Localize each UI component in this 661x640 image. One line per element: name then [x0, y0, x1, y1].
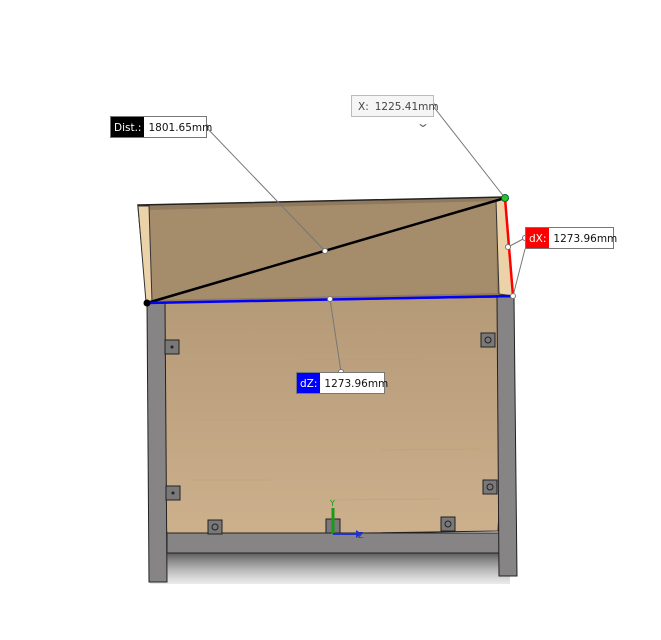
dz-value: 1273.96mm — [324, 378, 389, 390]
distance-callout[interactable]: Dist.: 1801.65mm — [110, 116, 212, 138]
floor-shadow — [150, 548, 510, 584]
x-value: 1225.41mm — [374, 101, 439, 113]
right-post — [496, 296, 518, 577]
wood-grain — [180, 329, 481, 501]
x-callout[interactable]: X: 1225.41mm — [351, 95, 439, 117]
left-post — [146, 301, 168, 583]
left-end-board — [137, 205, 153, 303]
coordinate-triad: Y Z — [329, 499, 364, 540]
triad-z-label: Z — [358, 531, 364, 540]
chevron-down-icon[interactable]: ⌄ — [415, 116, 431, 130]
dx-value: 1273.96mm — [553, 233, 618, 245]
distance-key: Dist.: — [111, 117, 145, 137]
bracket-holes — [211, 336, 494, 531]
triad-y-label: Y — [329, 499, 335, 508]
dz-callout[interactable]: dZ: 1273.96mm — [296, 372, 388, 394]
x-key: X: — [358, 101, 369, 113]
bottom-rail — [166, 532, 500, 554]
dz-key: dZ: — [297, 373, 321, 393]
dx-key: dX: — [526, 228, 550, 248]
leader-lines — [203, 103, 528, 375]
dx-callout[interactable]: dX: 1273.96mm — [525, 227, 617, 249]
distance-value: 1801.65mm — [148, 122, 213, 134]
start-point[interactable] — [143, 299, 151, 307]
